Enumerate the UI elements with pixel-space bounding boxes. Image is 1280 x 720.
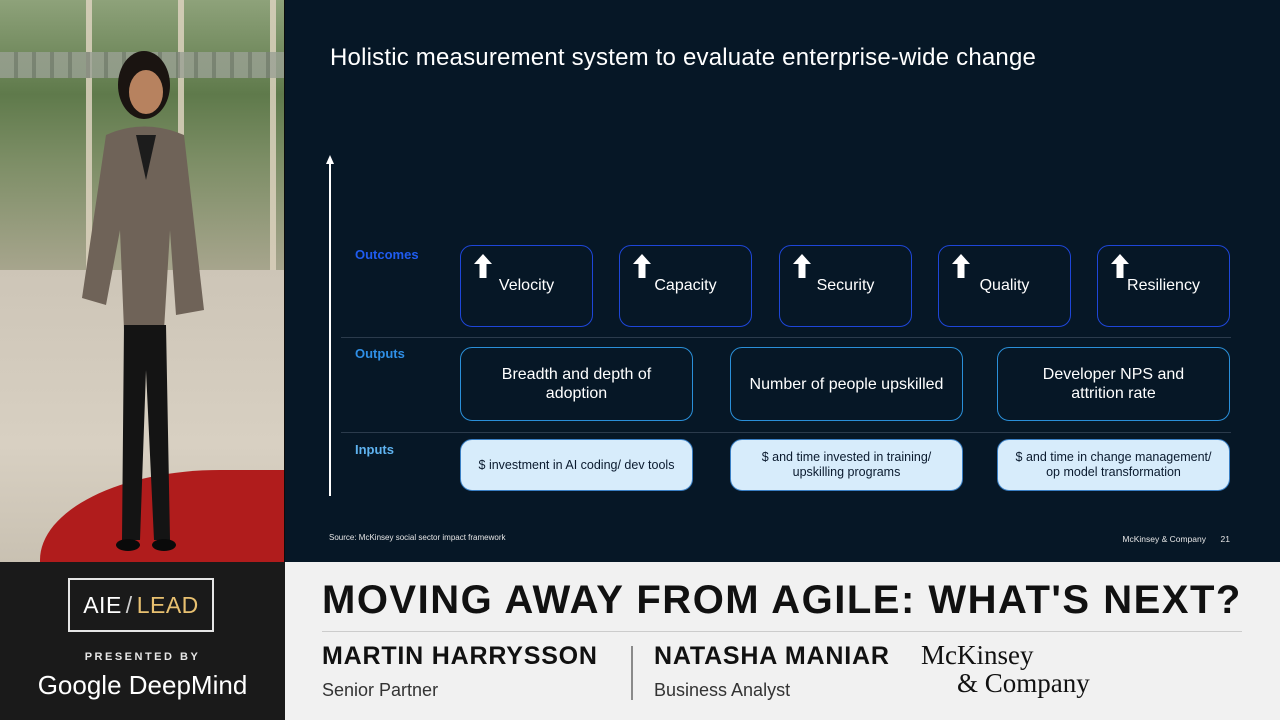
up-arrow-icon [633, 254, 651, 278]
logo-lead-text: LEAD [136, 591, 199, 618]
row-label-inputs: Inputs [355, 442, 394, 457]
row-divider [341, 337, 1231, 338]
outcome-label: Capacity [654, 277, 717, 294]
slide-page-number: 21 [1220, 534, 1230, 544]
presentation-slide: Holistic measurement system to evaluate … [285, 0, 1280, 562]
presented-by-label: PRESENTED BY [84, 651, 201, 663]
speaker-2-name: NATASHA MANIAR [654, 642, 890, 670]
talk-title: MOVING AWAY FROM AGILE: WHAT'S NEXT? [322, 578, 1242, 622]
outcome-label: Resiliency [1127, 277, 1200, 294]
input-training-investment: $ and time invested in training/ upskill… [730, 439, 963, 491]
logo-aie-text: AIE [83, 591, 122, 618]
axis-arrowhead-icon [326, 155, 334, 164]
row-label-outputs: Outputs [355, 346, 405, 361]
output-developer-nps: Developer NPS and attrition rate [997, 347, 1230, 421]
outcome-label: Velocity [498, 277, 555, 294]
logo-slash: / [125, 591, 133, 618]
output-upskilled: Number of people upskilled [730, 347, 963, 421]
up-arrow-icon [474, 254, 492, 278]
presenter-video [0, 0, 284, 562]
mckinsey-logo-line1: McKinsey [921, 640, 1034, 670]
up-arrow-icon [793, 254, 811, 278]
vertical-axis-line [329, 162, 331, 496]
up-arrow-icon [952, 254, 970, 278]
outcome-label: Security [816, 277, 875, 294]
outcome-security: Security [779, 245, 912, 327]
output-adoption: Breadth and depth of adoption [460, 347, 693, 421]
speaker-2-role: Business Analyst [654, 680, 791, 700]
row-label-outcomes: Outcomes [355, 247, 419, 262]
input-ai-tools-investment: $ investment in AI coding/ dev tools [460, 439, 693, 491]
row-divider [341, 432, 1231, 433]
speaker-divider [631, 646, 633, 700]
mckinsey-logo-line2: & Company [957, 668, 1090, 698]
outcome-capacity: Capacity [619, 245, 752, 327]
sponsor-name: Google DeepMind [37, 670, 248, 700]
outcome-quality: Quality [938, 245, 1071, 327]
outcome-label: Quality [979, 277, 1030, 294]
outcome-resiliency: Resiliency [1097, 245, 1230, 327]
slide-title: Holistic measurement system to evaluate … [330, 44, 1037, 71]
talk-info-panel: MOVING AWAY FROM AGILE: WHAT'S NEXT? MAR… [285, 562, 1280, 720]
aie-lead-logo: AIE / LEAD [68, 578, 214, 632]
speaker-1-name: MARTIN HARRYSSON [322, 642, 598, 670]
mckinsey-logo: McKinsey & Company [921, 641, 1090, 697]
title-divider [322, 631, 1242, 632]
event-branding-panel: AIE / LEAD PRESENTED BY Google DeepMind [0, 562, 285, 720]
slide-source-note: Source: McKinsey social sector impact fr… [329, 533, 506, 542]
slide-footer-brand: McKinsey & Company [1122, 534, 1206, 544]
speaker-1-role: Senior Partner [322, 680, 439, 700]
up-arrow-icon [1111, 254, 1129, 278]
outcome-velocity: Velocity [460, 245, 593, 327]
presenter-figure [82, 51, 204, 551]
input-change-management: $ and time in change management/ op mode… [997, 439, 1230, 491]
